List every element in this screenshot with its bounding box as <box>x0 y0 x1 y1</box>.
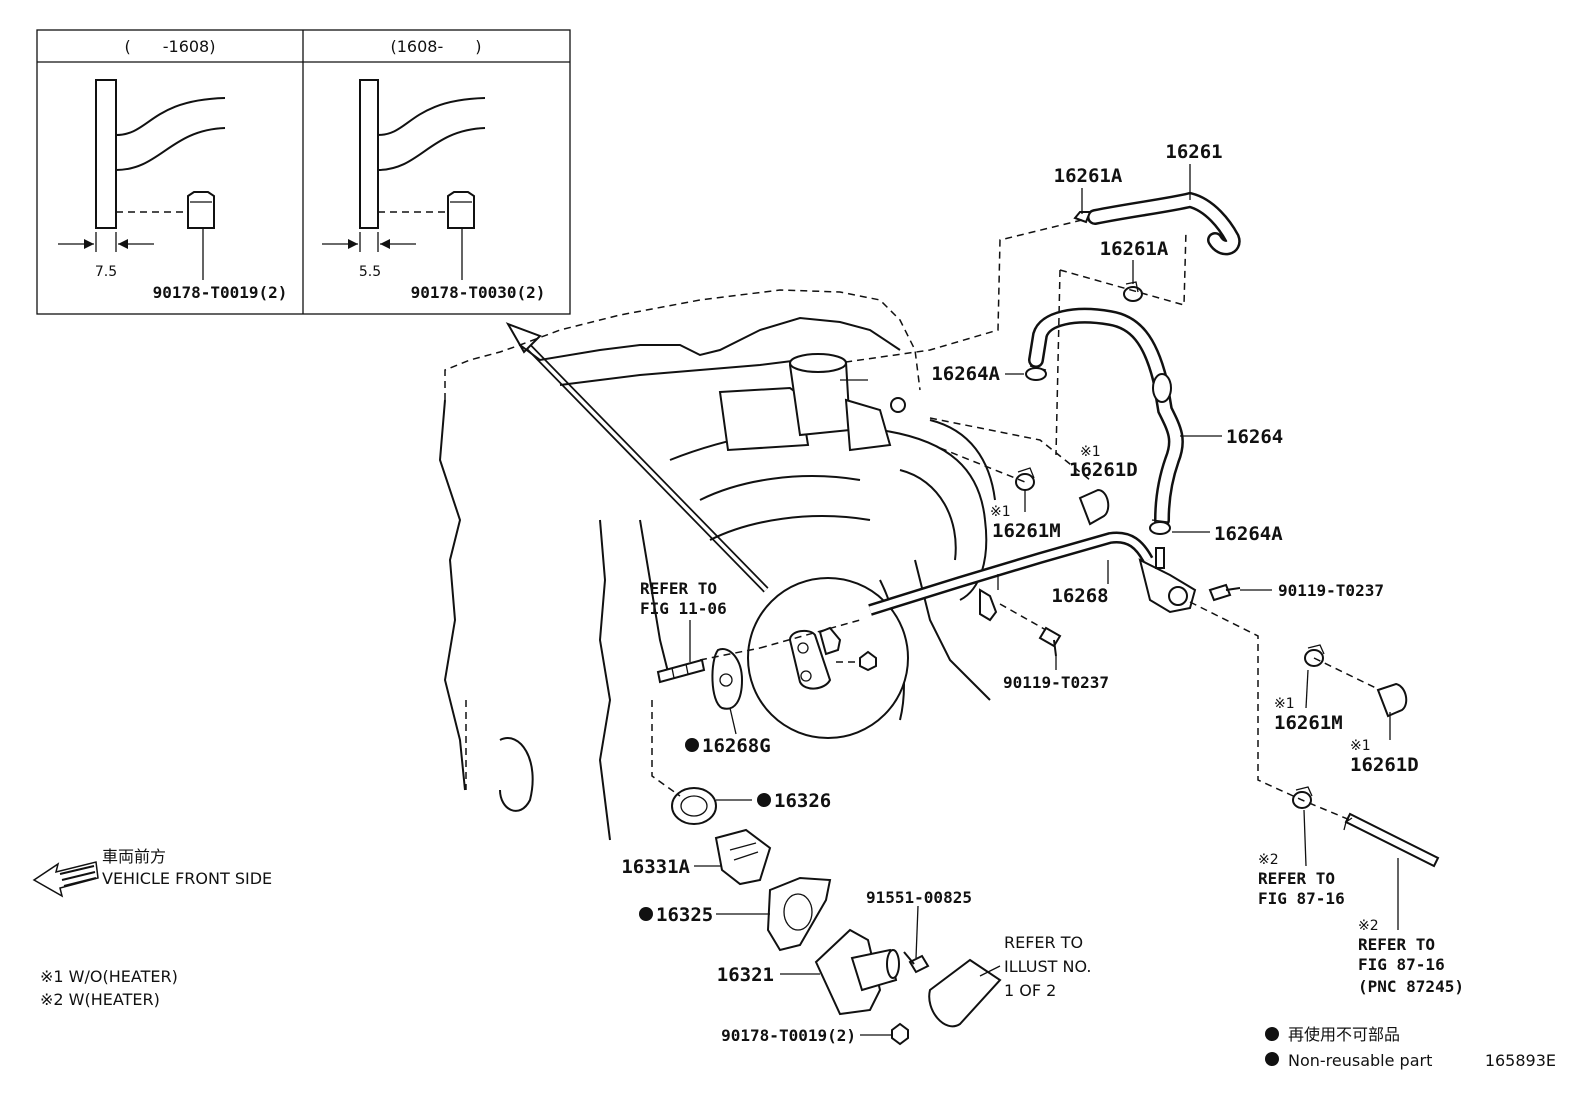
water-inlet-16321-icon <box>814 928 900 1016</box>
hose-cap-icon <box>1078 488 1110 526</box>
part-16268-label[interactable]: 16268 <box>1051 585 1108 607</box>
inset-detail: ( -1608) (1608- ) 7.5 90178-T0019(2) <box>36 29 571 315</box>
gasket-16326-icon <box>671 787 717 825</box>
bolt-icon <box>1208 583 1241 602</box>
part-16261d-label[interactable]: 16261D <box>1069 459 1138 481</box>
inset-left-header: ( -1608) <box>125 37 216 56</box>
part-90119-t0237-label[interactable]: 90119-T0237 <box>1278 581 1384 600</box>
part-16261m-label[interactable]: 16261M <box>992 520 1061 542</box>
detail-pointer-arrow <box>505 322 769 593</box>
part-16325-label[interactable]: 16325 <box>656 904 713 926</box>
magnified-detail-circle <box>747 577 909 739</box>
part-16326-label[interactable]: 16326 <box>774 790 831 812</box>
non-reusable-marker-icon <box>1265 1052 1279 1066</box>
water-pipe-16268 <box>868 531 1197 622</box>
refer-illust-line2[interactable]: ILLUST NO. <box>1004 957 1091 976</box>
footnote-with-heater: ※2 W(HEATER) <box>40 990 160 1009</box>
bracket-plate <box>359 79 379 229</box>
note-mark-2: ※2 <box>1358 918 1379 934</box>
part-16268g-label[interactable]: 16268G <box>702 735 771 757</box>
gasket-16268g-icon <box>711 648 744 710</box>
note-mark-1: ※1 <box>990 504 1011 520</box>
assembly-dashed-lines <box>651 219 1381 821</box>
refer-fig-87-16-line1[interactable]: REFER TO <box>1358 935 1435 954</box>
hose-clamp-icon <box>1304 644 1325 667</box>
part-16331a-label[interactable]: 16331A <box>621 856 690 878</box>
hose-cap-icon <box>1376 682 1408 718</box>
part-91551-00825-label[interactable]: 91551-00825 <box>866 888 972 907</box>
stud-bolt-icon <box>656 658 706 684</box>
note-mark-1: ※1 <box>1350 738 1371 754</box>
bolt-icon <box>1038 626 1062 657</box>
heater-hose-icon <box>1343 812 1440 868</box>
refer-pnc-87245[interactable]: (PNC 87245) <box>1358 977 1464 996</box>
inset-left-part-number[interactable]: 90178-T0019(2) <box>153 283 288 302</box>
part-16264a-label[interactable]: 16264A <box>931 363 1000 385</box>
bolt-icon <box>903 951 930 974</box>
non-reusable-marker-icon <box>639 907 653 921</box>
footnote-without-heater: ※1 W/O(HEATER) <box>40 967 178 986</box>
hose-clamp-icon <box>1292 786 1313 809</box>
refer-fig-11-06-line1[interactable]: REFER TO <box>640 579 717 598</box>
engine-block-outline <box>438 289 996 841</box>
refer-illust-line1[interactable]: REFER TO <box>1004 933 1083 952</box>
part-16261m-label[interactable]: 16261M <box>1274 712 1343 734</box>
part-16264-label[interactable]: 16264 <box>1226 426 1283 448</box>
vehicle-front-label-en: VEHICLE FRONT SIDE <box>102 869 272 888</box>
radiator-hose-icon <box>928 958 1002 1028</box>
part-90119-t0237-label[interactable]: 90119-T0237 <box>1003 673 1109 692</box>
inset-left-dimension: 7.5 <box>95 264 117 280</box>
part-16261a-label[interactable]: 16261A <box>1054 165 1123 187</box>
hose-clamp-icon <box>1123 281 1143 302</box>
vehicle-front-arrow-icon <box>32 861 99 898</box>
legend-non-reusable-en: Non-reusable part <box>1288 1051 1432 1070</box>
nut-icon <box>891 1022 909 1046</box>
refer-fig-87-16-line2[interactable]: FIG 87-16 <box>1358 955 1445 974</box>
bracket-plate <box>95 79 117 229</box>
inset-right-dimension: 5.5 <box>359 264 381 280</box>
part-16261d-label[interactable]: 16261D <box>1350 754 1419 776</box>
part-90178-t0019-label[interactable]: 90178-T0019(2) <box>721 1026 856 1045</box>
non-reusable-marker-icon <box>757 793 771 807</box>
non-reusable-marker-icon <box>685 738 699 752</box>
refer-illust-line3[interactable]: 1 OF 2 <box>1004 981 1056 1000</box>
non-reusable-marker-icon <box>1265 1027 1279 1041</box>
refer-fig-11-06-line2[interactable]: FIG 11-06 <box>640 599 727 618</box>
inset-right-part-number[interactable]: 90178-T0030(2) <box>411 283 546 302</box>
legend-non-reusable-jp: 再使用不可部品 <box>1288 1025 1400 1044</box>
refer-fig-87-16-line2[interactable]: FIG 87-16 <box>1258 889 1345 908</box>
flange-nut-icon <box>187 191 215 229</box>
part-16264a-label[interactable]: 16264A <box>1214 523 1283 545</box>
vehicle-front-label-jp: 車両前方 <box>102 847 166 866</box>
illustration-id: 165893E <box>1485 1051 1556 1070</box>
flange-nut-icon <box>447 191 475 229</box>
part-16321-label[interactable]: 16321 <box>717 964 774 986</box>
inset-left-drawing <box>58 79 226 280</box>
note-mark-1: ※1 <box>1274 696 1295 712</box>
refer-fig-87-16-line1[interactable]: REFER TO <box>1258 869 1335 888</box>
note-mark-2: ※2 <box>1258 852 1279 868</box>
part-16261a-label[interactable]: 16261A <box>1100 238 1169 260</box>
leader-lines <box>689 164 1399 1036</box>
part-16261-label[interactable]: 16261 <box>1165 141 1222 163</box>
hose-16261 <box>1073 191 1241 256</box>
inset-right-header: (1608- ) <box>391 37 482 56</box>
hose-16264 <box>1028 307 1184 528</box>
note-mark-1: ※1 <box>1080 444 1101 460</box>
hose-clamp-icon <box>1025 365 1047 381</box>
gasket-16325-icon <box>766 876 832 952</box>
inset-right-drawing <box>322 79 486 280</box>
hose-clamp-icon <box>1149 519 1171 535</box>
thermostat-16331a-icon <box>714 828 772 886</box>
